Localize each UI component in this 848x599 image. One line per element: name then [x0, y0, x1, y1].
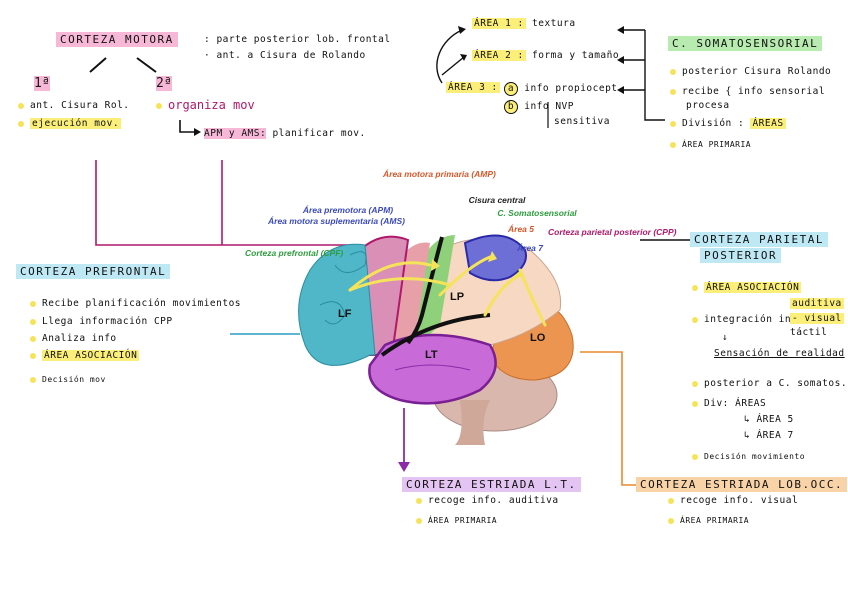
somato-item-2c: procesa [686, 100, 730, 111]
frontal-lobe [298, 243, 376, 366]
motor-primary-item-1: ant. Cisura Rol. [18, 100, 130, 111]
somato-item-1: posterior Cisura Rolando [670, 66, 831, 77]
parietal-title-2: POSTERIOR [700, 248, 782, 263]
motor-primary-item-2: ejecución mov. [18, 118, 122, 129]
label-amp: Área motora primaria (AMP) [383, 169, 496, 179]
lobe-label-lt: LT [425, 349, 438, 361]
parietal-item-1: ÁREA ASOCIACIÓN [692, 282, 802, 293]
prefrontal-item-5: Decisión mov [30, 375, 106, 384]
motor-title: CORTEZA MOTORA [56, 32, 178, 47]
label-cpp: Corteza parietal posterior (CPP) [548, 227, 677, 237]
striate-occ-item-2: ÁREA PRIMARIA [668, 516, 749, 525]
parietal-item-5: Div: ÁREAS [692, 398, 766, 409]
brain-diagram: LF LP LT LO [298, 234, 574, 445]
label-cisura-central: Cisura central [468, 195, 526, 205]
striate-occ-item-1: recoge info. visual [668, 495, 798, 506]
temporal-lobe [368, 333, 497, 405]
somato-title: C. SOMATOSENSORIAL [668, 36, 823, 51]
prefrontal-item-2: Llega información CPP [30, 316, 173, 327]
parietal-brace-1: auditiva [790, 298, 844, 309]
parietal-brace-2: - visual [790, 313, 844, 324]
somato-item-2: recibe { info sensorial [670, 86, 825, 97]
motor-desc-1: : parte posterior lob. frontal [204, 34, 391, 45]
label-area5: Área 5 [508, 224, 534, 234]
motor-primary-label: 1ª [34, 76, 50, 91]
prefrontal-title: CORTEZA PREFRONTAL [16, 264, 171, 279]
lobe-label-lf: LF [338, 308, 352, 320]
parietal-item-3: Sensación de realidad [714, 348, 845, 359]
motor-desc-2: · ant. a Cisura de Rolando [204, 50, 366, 61]
parietal-title-1: CORTEZA PARIETAL [690, 232, 828, 247]
parietal-item-8: Decisión movimiento [692, 452, 805, 461]
striate-occ-title: CORTEZA ESTRIADA LOB.OCC. [636, 477, 848, 492]
area3-a: a info propiocept. [504, 82, 624, 96]
striate-lt-item-2: ÁREA PRIMARIA [416, 516, 497, 525]
motor-secondary-item-1: organiza mov [156, 98, 255, 112]
area3-b-2: sensitiva [554, 116, 610, 127]
parietal-item-6: ↳ ÁREA 5 [744, 414, 794, 425]
label-cpf: Corteza prefrontal (CPF) [245, 248, 344, 258]
motor-secondary-label: 2ª [156, 76, 172, 91]
somato-item-4: ÁREA PRIMARIA [670, 140, 751, 149]
label-ams: Área motora suplementaria (AMS) [268, 216, 405, 226]
prefrontal-item-1: Recibe planificación movimientos [30, 298, 241, 309]
prefrontal-item-3: Analiza info [30, 333, 117, 344]
lobe-label-lp: LP [450, 291, 464, 303]
label-apm: Área premotora (APM) [302, 205, 394, 215]
parietal-item-4: posterior a C. somatos. [692, 378, 847, 389]
parietal-item-7: ↳ ÁREA 7 [744, 430, 794, 441]
brainstem [455, 400, 490, 445]
striate-lt-title: CORTEZA ESTRIADA L.T. [402, 477, 581, 492]
label-c-somatosensorial: C. Somatosensorial [497, 208, 577, 218]
parietal-item-2: integración info [692, 314, 804, 325]
area2-row: ÁREA 2 : forma y tamaño [472, 50, 620, 61]
prefrontal-item-4: ÁREA ASOCIACIÓN [30, 350, 140, 361]
somatosensory-strip [417, 235, 455, 345]
somato-item-3: División : ÁREAS [670, 118, 786, 129]
striate-lt-item-1: recoge info. auditiva [416, 495, 559, 506]
parietal-brace-3: táctil [790, 327, 828, 338]
area3-b: b info NVP [504, 100, 574, 114]
motor-secondary-item-2: APM y AMS: planificar mov. [204, 128, 366, 139]
lateral-fissure [380, 313, 491, 357]
label-area7: Área 7 [517, 243, 543, 253]
area3-label: ÁREA 3 : [446, 82, 500, 93]
area1-row: ÁREA 1 : textura [472, 18, 576, 29]
lobe-label-lo: LO [530, 332, 546, 344]
parietal-arrow: ↓ [722, 332, 729, 343]
